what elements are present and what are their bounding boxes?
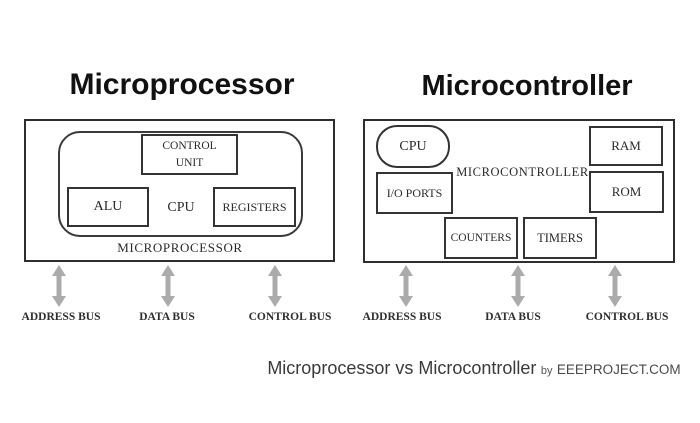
control-bus-arrow-right-icon (608, 265, 622, 307)
microprocessor-title: Microprocessor (69, 68, 295, 101)
cpu-label-left: CPU (167, 200, 195, 215)
control-unit-block: CONTROL UNIT (141, 134, 238, 175)
rom-block: ROM (589, 171, 664, 213)
caption-title: Microprocessor vs Microcontroller (267, 358, 537, 378)
address-bus-label-right: ADDRESS BUS (362, 311, 442, 323)
control-bus-label-right: CONTROL BUS (585, 311, 669, 323)
ram-block: RAM (589, 126, 663, 166)
alu-block: ALU (67, 187, 149, 227)
data-bus-arrow-left-icon (161, 265, 175, 307)
microcontroller-chip-label: MICROCONTROLLER (456, 165, 589, 179)
address-bus-arrow-left-icon (52, 265, 66, 307)
caption-source: EEEPROJECT.COM (556, 362, 681, 377)
data-bus-label-left: DATA BUS (139, 311, 195, 323)
caption: Microprocessor vs Microcontroller by EEE… (244, 358, 700, 379)
data-bus-arrow-right-icon (511, 265, 525, 307)
control-bus-label-left: CONTROL BUS (248, 311, 332, 323)
microcontroller-title: Microcontroller (421, 70, 633, 102)
io-ports-block: I/O PORTS (376, 172, 453, 214)
address-bus-label-left: ADDRESS BUS (21, 311, 101, 323)
cpu-block-right: CPU (376, 125, 450, 168)
registers-block: REGISTERS (213, 187, 296, 227)
counters-block: COUNTERS (444, 217, 518, 259)
timers-block: TIMERS (523, 217, 597, 259)
data-bus-label-right: DATA BUS (485, 311, 541, 323)
address-bus-arrow-right-icon (399, 265, 413, 307)
control-bus-arrow-left-icon (268, 265, 282, 307)
caption-by: by (540, 365, 553, 377)
microprocessor-chip-label: MICROPROCESSOR (117, 240, 243, 255)
